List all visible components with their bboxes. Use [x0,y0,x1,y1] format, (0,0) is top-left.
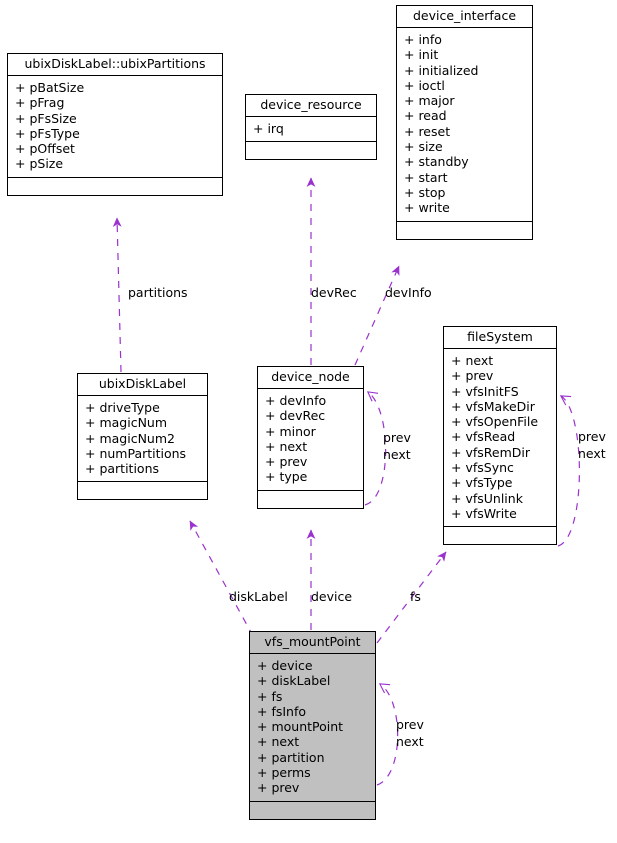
attribute-row: + partition [257,749,325,765]
class-operations [444,527,556,544]
attribute-row: + info [404,32,442,47]
attribute-row: + magicNum [85,415,168,431]
class-box-ubixpartitions[interactable]: ubixDiskLabel::ubixPartitions + pBatSize… [7,53,223,196]
attribute-row: + next [451,353,494,368]
attribute-row: + pFsType [15,125,80,141]
edge-devinfo [354,265,400,366]
attribute-row: + prev [451,368,494,384]
attribute-row: + perms [257,765,311,781]
attribute-row: + vfsOpenFile [451,414,539,430]
edge-label-filesystem-next: next [578,446,606,461]
attribute-row: + partitions [85,461,160,477]
class-attributes: + driveType + magicNum + magicNum2 + num… [78,396,207,483]
class-title: vfs_mountPoint [250,632,375,654]
attribute-row: + prev [265,454,308,470]
attribute-row: + size [404,139,443,155]
class-operations [258,491,363,508]
class-operations [246,142,376,159]
class-attributes: + pBatSize + pFrag + pFsSize + pFsType +… [8,76,222,178]
edge-label-device-node-prev: prev [383,430,411,445]
attribute-row: + pFrag [15,95,65,111]
attribute-row: + device [257,658,313,673]
edge-label-fs: fs [410,589,421,604]
attribute-row: + ioctl [404,77,445,93]
edge-mountpoint-selfloop [376,683,399,786]
class-box-vfs-mountpoint[interactable]: vfs_mountPoint + device + diskLabel + fs… [249,631,376,820]
attribute-row: + vfsSync [451,460,514,476]
attribute-row: + start [404,169,448,185]
attribute-row: + standby [404,154,469,170]
class-title: ubixDiskLabel [78,374,207,396]
attribute-row: + type [265,469,308,485]
attribute-row: + diskLabel [257,673,331,689]
class-attributes: + next + prev + vfsInitFS + vfsMakeDir +… [444,349,556,528]
attribute-row: + numPartitions [85,445,187,461]
attribute-row: + vfsWrite [451,505,517,521]
attribute-row: + devRec [265,408,326,424]
edge-label-devrec: devRec [311,285,357,300]
attribute-row: + initialized [404,62,479,78]
class-box-device-node[interactable]: device_node + devInfo + devRec + minor +… [257,366,364,509]
attribute-row: + pBatSize [15,80,85,95]
class-title: fileSystem [444,327,556,349]
class-attributes: + info + init + initialized + ioctl + ma… [397,28,532,222]
attribute-row: + pFsSize [15,110,77,126]
attribute-row: + vfsRead [451,429,516,445]
attribute-row: + vfsType [451,475,513,491]
attribute-row: + major [404,93,455,109]
edge-disklabel [189,520,254,637]
attribute-row: + pSize [15,156,64,172]
class-title: ubixDiskLabel::ubixPartitions [8,54,222,76]
edge-fs [376,551,447,644]
class-box-device-interface[interactable]: device_interface + info + init + initial… [396,5,533,240]
attribute-row: + magicNum2 [85,430,175,446]
class-title: device_interface [397,6,532,28]
attribute-row: + fsInfo [257,703,307,719]
attribute-row: + fs [257,688,283,704]
attribute-row: + minor [265,423,316,439]
attribute-row: + prev [257,780,300,796]
edge-partitions [112,217,122,373]
attribute-row: + irq [253,121,284,136]
edge-label-disklabel: diskLabel [229,589,288,604]
class-operations [78,482,207,499]
edge-label-partitions: partitions [128,285,188,300]
edge-label-mount-prev: prev [396,717,424,732]
class-box-device-resource[interactable]: device_resource + irq [245,94,377,161]
class-attributes: + device + diskLabel + fs + fsInfo + mou… [250,654,375,802]
class-title: device_node [258,367,363,389]
class-title: device_resource [246,95,376,117]
attribute-row: + reset [404,123,451,139]
attribute-row: + init [404,47,439,63]
attribute-row: + devInfo [265,393,327,408]
class-operations [397,222,532,239]
attribute-row: + vfsInitFS [451,383,519,399]
class-attributes: + devInfo + devRec + minor + next + prev… [258,389,363,491]
edge-label-device: device [311,589,353,604]
edge-filesystem-selfloop [557,395,580,547]
edge-label-devinfo: devInfo [385,285,432,300]
class-operations [250,802,375,819]
attribute-row: + write [404,200,450,216]
class-operations [8,178,222,195]
attribute-row: + next [257,734,300,750]
class-attributes: + irq [246,117,376,143]
edge-device-node-selfloop [364,391,387,506]
attribute-row: + mountPoint [257,719,344,735]
attribute-row: + next [265,438,308,454]
attribute-row: + read [404,108,447,124]
attribute-row: + vfsUnlink [451,490,523,506]
class-box-filesystem[interactable]: fileSystem + next + prev + vfsInitFS + v… [443,326,557,546]
attribute-row: + stop [404,184,446,200]
edge-label-device-node-next: next [383,447,411,462]
class-box-ubixdisklabel[interactable]: ubixDiskLabel + driveType + magicNum + m… [77,373,208,501]
attribute-row: + driveType [85,400,160,415]
attribute-row: + vfsRemDir [451,444,530,460]
edge-label-mount-next: next [396,734,424,749]
attribute-row: + pOffset [15,141,75,157]
edge-label-filesystem-prev: prev [578,429,606,444]
attribute-row: + vfsMakeDir [451,398,535,414]
